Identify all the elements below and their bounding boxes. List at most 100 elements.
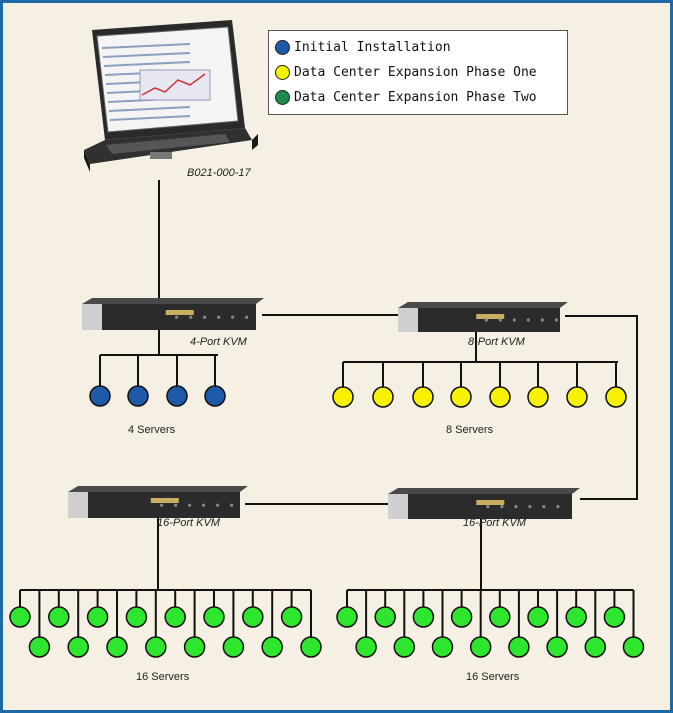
kvm-4-unit-led: [245, 315, 249, 319]
server-8-4: [450, 386, 472, 408]
server-8-6: [527, 386, 549, 408]
screen-content: [108, 106, 191, 112]
kvm-16b-unit-led: [486, 505, 490, 509]
legend-label: Data Center Expansion Phase One: [294, 65, 537, 80]
kvm-4-unit-logo: [165, 310, 194, 315]
kvm-4-unit-body: [82, 304, 256, 330]
kvm-16b-unit-logo: [476, 500, 505, 505]
kvm-16a-unit-led: [202, 503, 206, 507]
kvm-8-unit-led: [498, 318, 502, 322]
console-touchpad: [150, 152, 172, 159]
kvm-16a-unit-logo: [150, 498, 179, 503]
kvm-16b-unit-led: [528, 505, 532, 509]
kvm16b-server-7: [450, 606, 473, 628]
screen-content: [109, 115, 191, 121]
server-8-5: [489, 386, 511, 408]
servers-16b-label: 16 Servers: [466, 671, 520, 683]
screen-graph: [139, 69, 211, 101]
server-4-3: [166, 385, 188, 407]
kvm-16b-unit-led: [500, 505, 504, 509]
kvm-4-unit-top: [82, 298, 264, 304]
servers-8-label: 8 Servers: [446, 424, 494, 436]
kvm-4-unit-front-panel: [82, 304, 102, 330]
kvm-16a-unit-led: [230, 503, 234, 507]
server-4-1: [89, 385, 111, 407]
kvm16a-server-2: [28, 636, 51, 658]
kvm-4-label: 4-Port KVM: [190, 336, 247, 348]
kvm-16a-unit-top: [68, 486, 248, 492]
legend-label: Initial Installation: [294, 40, 451, 55]
console-bracket: [84, 150, 90, 172]
console-keyboard: [106, 134, 230, 154]
kvm16b-server-11: [527, 606, 549, 628]
kvm-8-unit-top: [398, 302, 568, 308]
kvm16b-server-10: [508, 636, 530, 658]
kvm16b-server-4: [393, 636, 416, 658]
kvm-8-unit-led: [512, 318, 517, 322]
kvm16b-server-6: [431, 636, 454, 658]
kvm-8-unit-led: [554, 318, 559, 322]
screen-content: [103, 61, 191, 67]
kvm16a-server-16: [300, 636, 322, 658]
screen-content: [101, 43, 191, 49]
kvm-4-unit-led: [189, 315, 193, 319]
server-4-2: [127, 385, 149, 407]
kvm16b-server-14: [584, 636, 607, 658]
kvm-8-unit-logo: [476, 314, 505, 319]
servers-4-label: 4 Servers: [128, 424, 176, 436]
console-bracket: [252, 134, 258, 150]
kvm16b-server-2: [355, 636, 377, 658]
server-8-3: [412, 386, 434, 408]
kvm-16a-label: 16-Port KVM: [157, 517, 220, 529]
legend-dot-icon: [275, 65, 290, 80]
kvm16b-server-1: [336, 606, 358, 628]
legend-dot-icon: [275, 40, 290, 55]
kvm-16b-unit-led: [542, 505, 546, 509]
legend-item-initial: Initial Installation: [275, 35, 561, 60]
kvm16b-server-3: [374, 606, 396, 628]
kvm16b-server-15: [603, 606, 626, 628]
kvm16a-server-8: [145, 636, 167, 658]
kvm-16b-unit-top: [388, 488, 580, 494]
kvm16a-server-13: [242, 606, 264, 628]
kvm-16a-unit-led: [188, 503, 192, 507]
screen-content: [102, 52, 191, 58]
kvm-8-label: 8-Port KVM: [468, 336, 525, 348]
kvm16a-server-9: [164, 606, 186, 628]
kvm-4-unit-led: [217, 315, 221, 319]
kvm-4-unit-led: [203, 315, 207, 319]
kvm16a-server-15: [280, 606, 303, 628]
kvm16a-server-4: [67, 636, 89, 658]
kvm-8-unit-led: [484, 318, 488, 322]
server-8-1: [332, 386, 354, 408]
kvm16a-server-6: [106, 636, 128, 658]
kvm16a-server-1: [9, 606, 31, 628]
kvm16b-server-16: [622, 636, 645, 658]
kvm-16b-unit-led: [514, 505, 518, 509]
console-label: B021-000-17: [187, 167, 251, 179]
kvm-16a-unit-led: [160, 503, 164, 507]
kvm-16b-label: 16-Port KVM: [463, 517, 526, 529]
kvm-8-unit-led: [540, 318, 545, 322]
kvm16a-server-3: [48, 606, 70, 628]
server-4-4: [204, 385, 226, 407]
kvm-16a-unit-front-panel: [68, 492, 88, 518]
legend-label: Data Center Expansion Phase Two: [294, 90, 537, 105]
kvm16a-server-10: [183, 636, 206, 658]
legend: Initial Installation Data Center Expansi…: [268, 30, 568, 115]
server-8-7: [566, 386, 588, 408]
kvm-8-unit-front-panel: [398, 308, 418, 332]
kvm16a-server-11: [203, 606, 225, 628]
kvm16b-server-9: [489, 606, 511, 628]
legend-item-phase-one: Data Center Expansion Phase One: [275, 60, 561, 85]
kvm16a-server-14: [261, 636, 283, 658]
kvm-4-unit-led: [175, 315, 179, 319]
servers-16a-label: 16 Servers: [136, 671, 190, 683]
kvm-16b-unit-body: [388, 494, 572, 519]
kvm16b-server-13: [565, 606, 587, 628]
kvm16a-server-12: [222, 636, 245, 658]
kvm-16b-unit-front-panel: [388, 494, 408, 519]
kvm-8-unit-led: [526, 318, 531, 322]
kvm16a-server-5: [86, 606, 109, 628]
